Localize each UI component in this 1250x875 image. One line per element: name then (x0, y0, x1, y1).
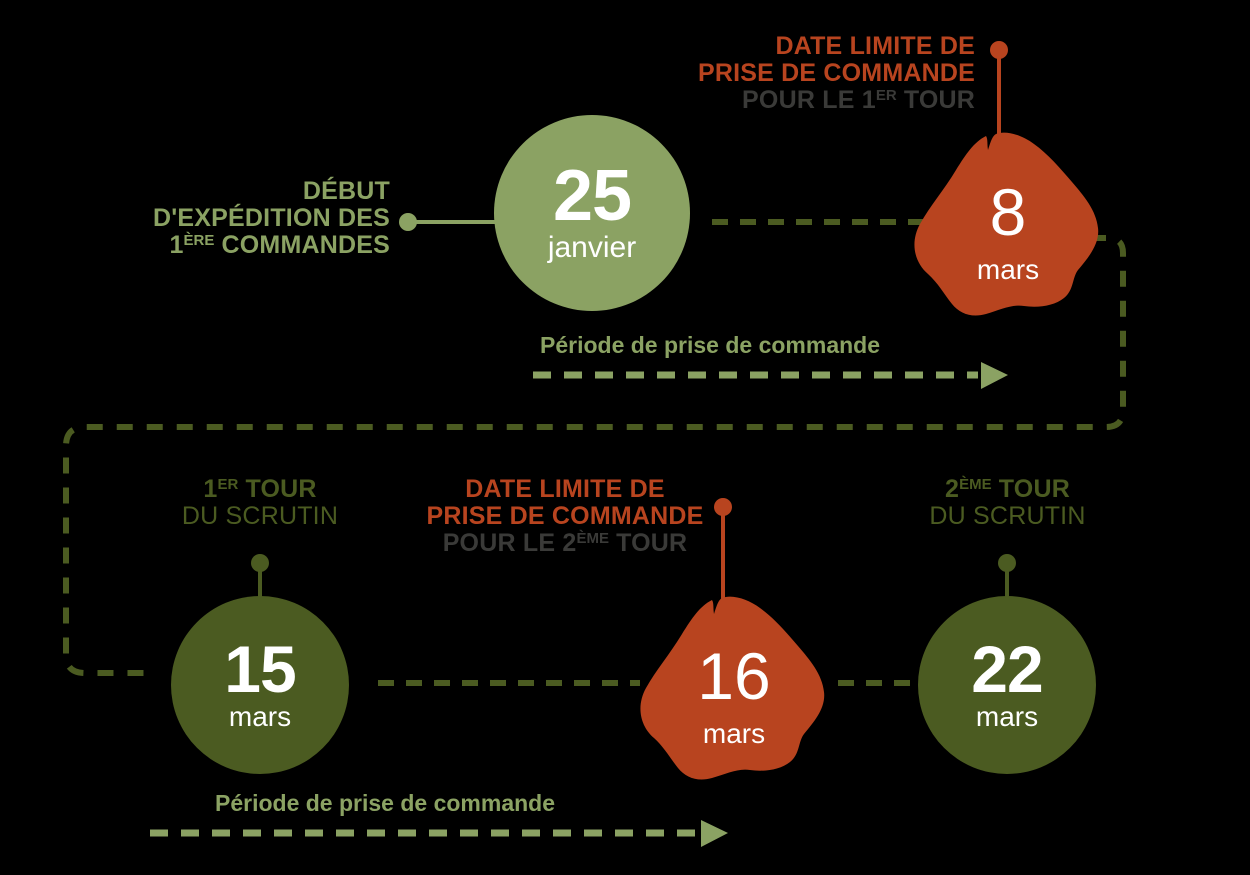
callout-tour2-line1-rest: TOUR (991, 475, 1070, 503)
period-label-row2: Période de prise de commande (215, 790, 556, 816)
callout-limite1-line3-ordinal: ER (875, 87, 897, 105)
leader-dot-tour2 (998, 554, 1016, 572)
date-node-8-mars-month: mars (976, 254, 1040, 285)
callout-1er-tour-scrutin: 1ER TOUR DU SCRUTIN (140, 476, 380, 530)
date-node-22-mars[interactable]: 22 mars (918, 596, 1096, 774)
callout-debut-line3-ordinal: ÈRE (183, 232, 215, 250)
date-node-16-mars-day: 16 (697, 639, 771, 713)
callout-debut-line3: 1ÈRE COMMANDES (60, 232, 390, 259)
leader-dot-deadline-tour1 (990, 41, 1008, 59)
callout-limite2-line3-pre: POUR LE (442, 529, 563, 557)
callout-tour1-line1-num: 1 (203, 475, 218, 503)
callout-limite1-line3-rest: TOUR (896, 86, 975, 114)
date-node-16-mars-text: 16 mars (634, 592, 834, 790)
callout-limite2-line1: DATE LIMITE DE (465, 475, 665, 503)
blob-shape-16-mars (640, 596, 825, 780)
period-label-row1: Période de prise de commande (540, 332, 881, 358)
callout-limite2-line3-rest: TOUR (608, 529, 688, 557)
callout-tour1-line2: DU SCRUTIN (181, 502, 339, 530)
callout-tour2-line1-num: 2 (945, 475, 960, 503)
callout-tour1-line1-rest: TOUR (238, 475, 317, 503)
leader-dot-tour1 (251, 554, 269, 572)
callout-limite1-line3-num: 1 (861, 86, 876, 114)
callout-limite2-line3: POUR LE 2ÈME TOUR (420, 530, 710, 557)
date-node-16-mars[interactable]: 16 mars (634, 592, 834, 784)
callout-tour2-line2: DU SCRUTIN (929, 502, 1086, 530)
date-node-15-mars-month: mars (228, 701, 292, 733)
callout-tour1-line1-ordinal: ER (217, 476, 239, 494)
callout-tour2-line1-ordinal: ÈME (959, 476, 992, 494)
callout-limite1-line1: DATE LIMITE DE (775, 32, 975, 60)
period-arrow-head-row1 (981, 362, 1008, 389)
blob-shape-8-mars (914, 132, 1099, 316)
callout-debut-line2: D'EXPÉDITION DES (153, 204, 390, 232)
leader-dot-start-expedition (399, 213, 417, 231)
date-node-25-janvier[interactable]: 25 janvier (494, 115, 690, 311)
callout-2eme-tour-scrutin: 2ÈME TOUR DU SCRUTIN (885, 476, 1130, 530)
date-node-25-janvier-day: 25 (552, 155, 632, 236)
callout-limite1-line2: PRISE DE COMMANDE (697, 59, 975, 87)
callout-limite2-line3-ordinal: ÈME (576, 530, 609, 548)
date-node-8-mars[interactable]: 8 mars (908, 128, 1108, 320)
callout-limite2-line3-num: 2 (562, 529, 577, 557)
date-node-16-mars-month: mars (702, 718, 766, 749)
leader-dot-deadline-tour2 (714, 498, 732, 516)
callout-limite1-line3: POUR LE 1ER TOUR (600, 87, 975, 114)
date-node-22-mars-day: 22 (971, 631, 1043, 706)
date-node-8-mars-text: 8 mars (908, 128, 1108, 326)
date-node-8-mars-day: 8 (989, 175, 1027, 249)
callout-tour2-line1: 2ÈME TOUR (885, 476, 1130, 503)
callout-debut-line3-num: 1 (169, 231, 184, 259)
date-node-15-mars[interactable]: 15 mars (171, 596, 349, 774)
callout-debut-line1: DÉBUT (302, 177, 390, 205)
date-node-25-janvier-month: janvier (547, 231, 637, 265)
date-node-22-mars-month: mars (975, 701, 1039, 733)
callout-limite2-line2: PRISE DE COMMANDE (426, 502, 704, 530)
callout-date-limite-tour2: DATE LIMITE DE PRISE DE COMMANDE POUR LE… (420, 476, 710, 557)
callout-debut-expedition: DÉBUT D'EXPÉDITION DES 1ÈRE COMMANDES (60, 178, 390, 259)
callout-tour1-line1: 1ER TOUR (140, 476, 380, 503)
callout-limite1-line3-pre: POUR LE (742, 86, 862, 114)
date-node-15-mars-day: 15 (224, 631, 296, 706)
callout-debut-line3-rest: COMMANDES (214, 231, 390, 259)
period-arrow-head-row2 (701, 820, 728, 847)
callout-date-limite-tour1: DATE LIMITE DE PRISE DE COMMANDE POUR LE… (600, 33, 975, 114)
